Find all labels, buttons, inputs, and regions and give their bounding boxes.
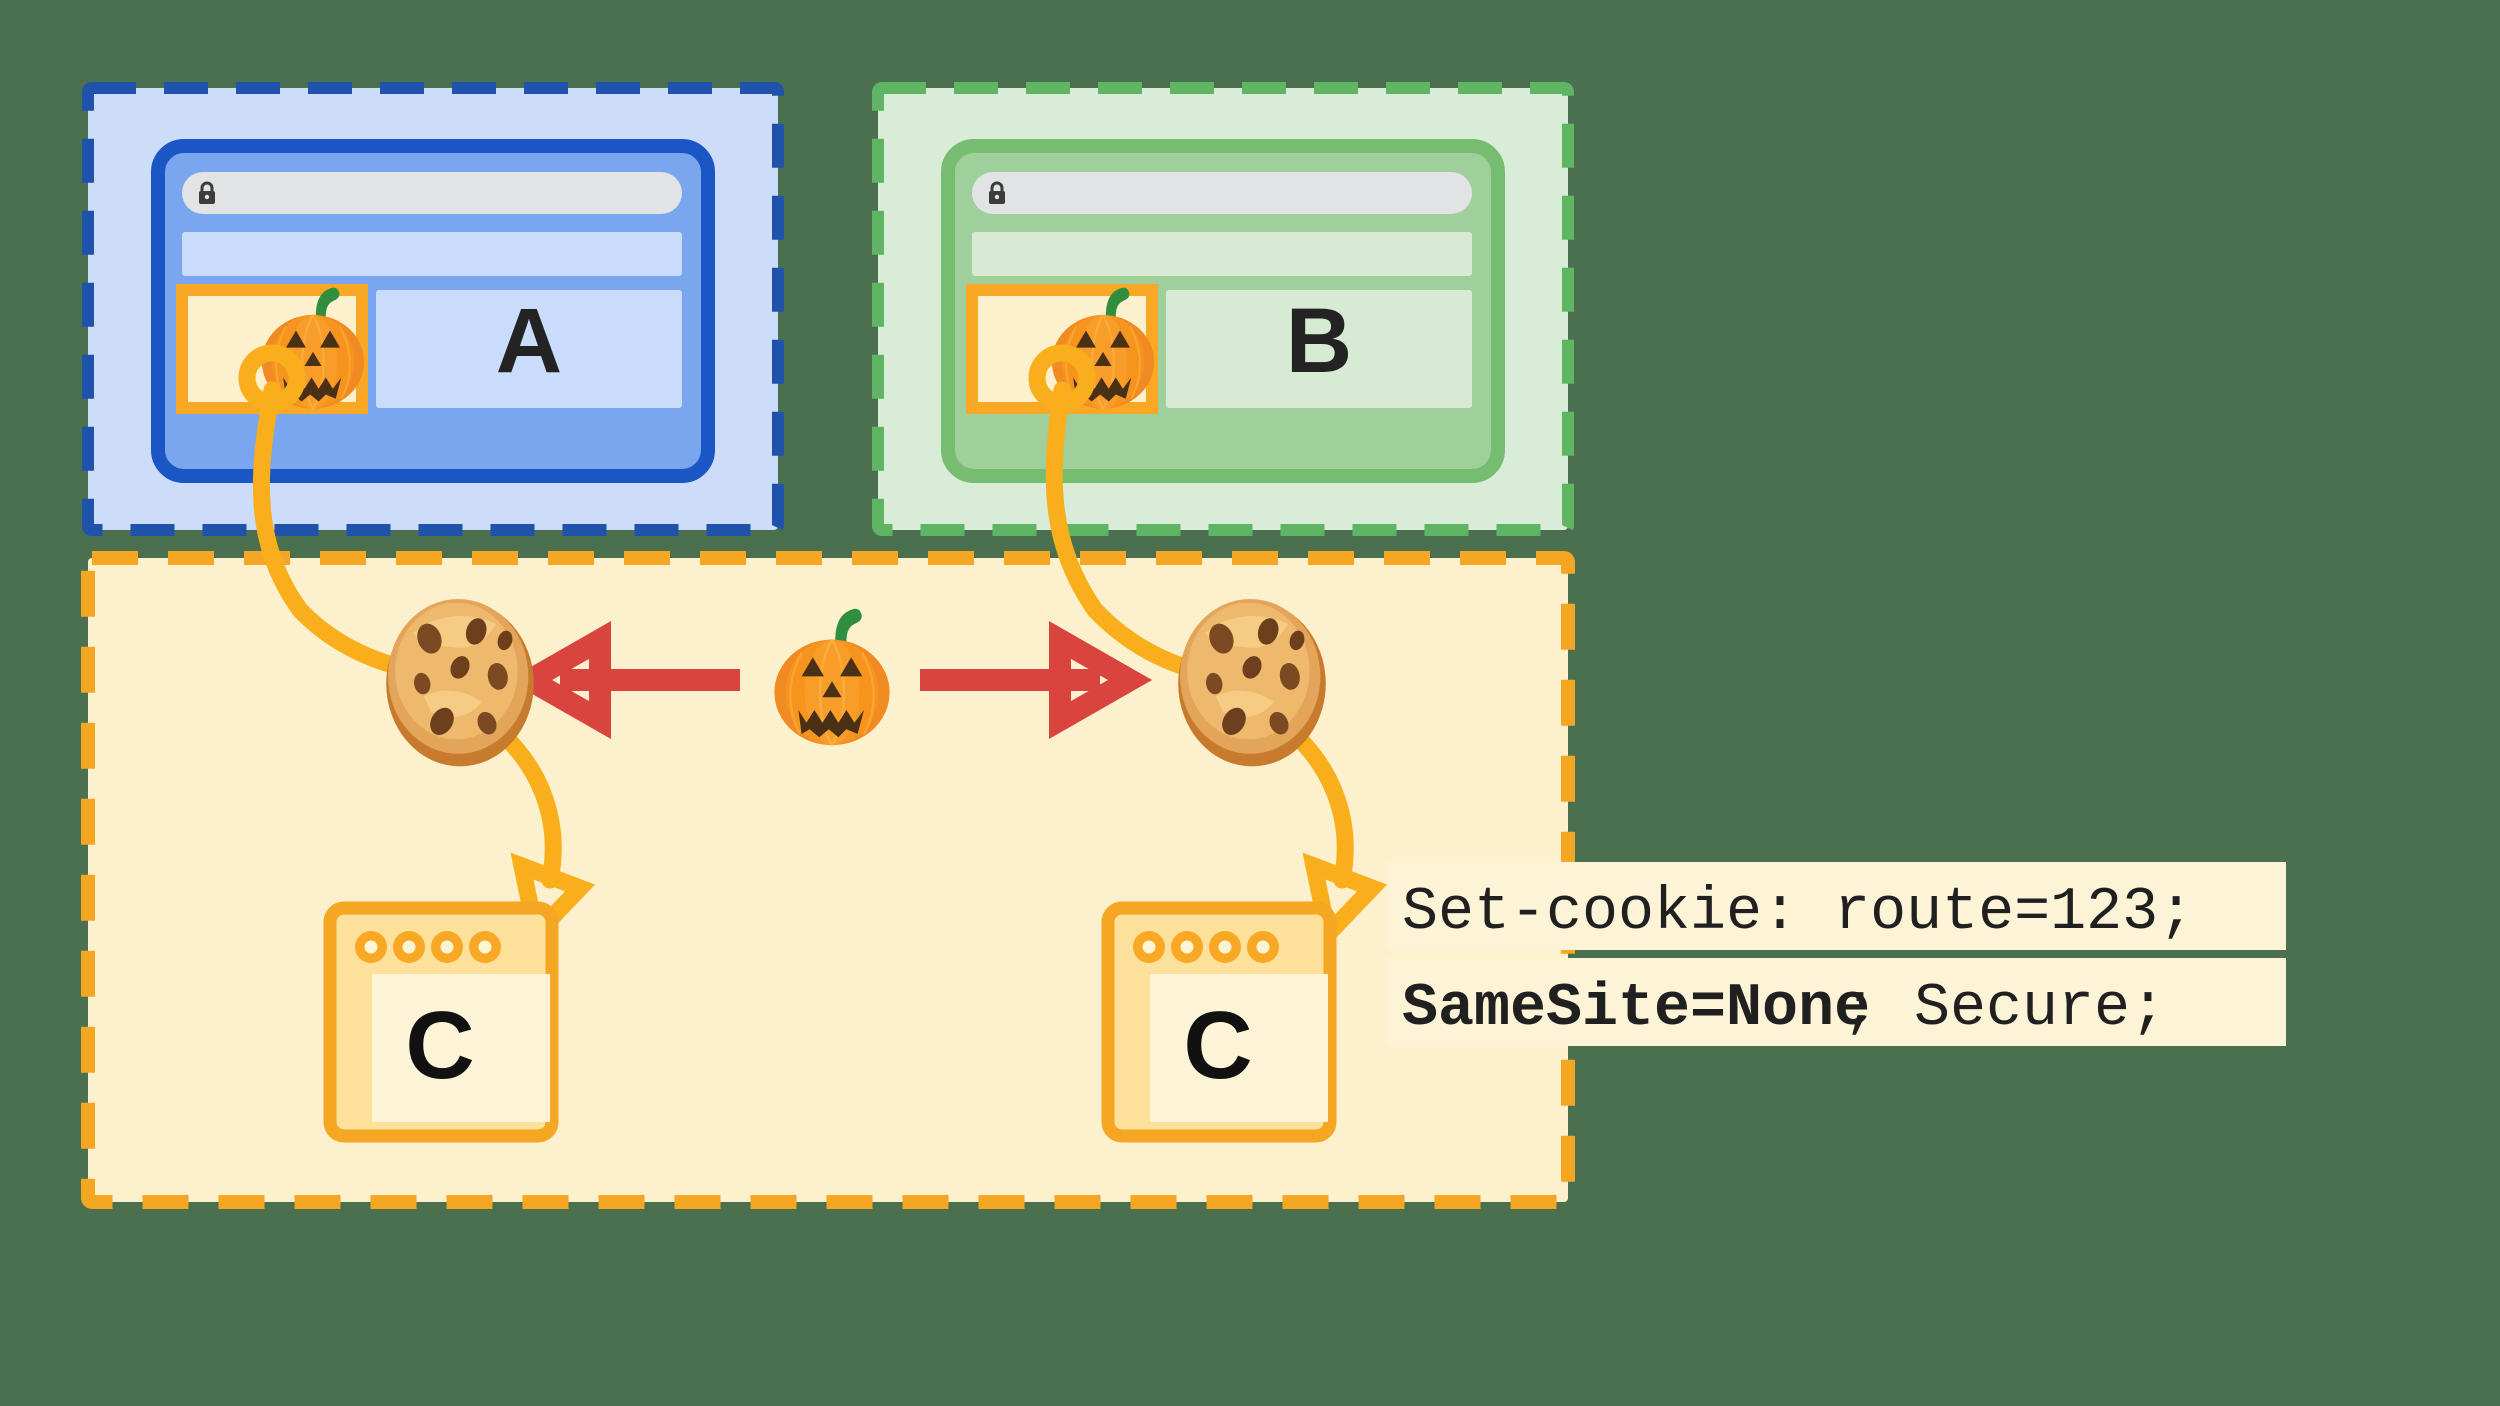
cross-site-arrow: [507, 600, 1153, 760]
connector-ring-a: [238, 344, 306, 412]
callout-line-2-plain-text: ; Secure;: [1842, 975, 2166, 1043]
content-panel-b: [972, 232, 1472, 276]
lock-icon: [199, 181, 215, 204]
site-b-group: B: [872, 82, 1574, 536]
arrow-right-icon: [1049, 621, 1153, 739]
server-dots: [1133, 931, 1279, 963]
lock-icon: [989, 181, 1005, 204]
content-area-a: [376, 290, 682, 408]
connector-iframe-a-to-cookie: [238, 344, 429, 681]
site-a-group: A: [82, 82, 784, 536]
url-bar-b[interactable]: [972, 172, 1472, 214]
hollow-arrow-icon: [510, 852, 596, 952]
server-screen: [1150, 974, 1328, 1122]
server-screen: [372, 974, 550, 1122]
callout-line-1: Set-cookie: route=123;: [1388, 862, 2286, 950]
url-bar-a[interactable]: [182, 172, 682, 214]
site-a-label: A: [496, 290, 562, 392]
content-panel-a: [182, 232, 682, 276]
server-c-right: C: [1101, 901, 1337, 1143]
site-b-label: B: [1286, 290, 1352, 392]
callout-line-2: SameSite=None ; Secure;: [1388, 958, 2286, 1046]
arrow-left-icon: [507, 621, 611, 739]
server-dots: [355, 931, 501, 963]
server-c-right-label: C: [1183, 992, 1252, 1099]
callout-line-2-bold-text: SameSite=None: [1402, 975, 1870, 1043]
server-c-left-label: C: [405, 992, 474, 1099]
callout-line-1-text: Set-cookie: route=123;: [1402, 879, 2194, 947]
server-c-left: C: [323, 901, 559, 1143]
content-area-b: [1166, 290, 1472, 408]
connector-ring-b: [1028, 344, 1096, 412]
connector-iframe-b-to-cookie: [1028, 344, 1221, 683]
hollow-arrow-icon: [1302, 852, 1388, 952]
